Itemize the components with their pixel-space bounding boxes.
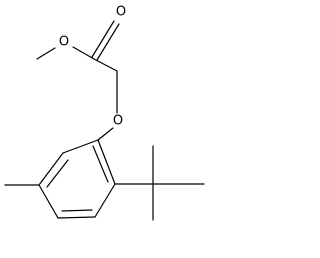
ring-bond-5-6: [94, 183, 116, 218]
atom-label-ether-oxygen: O: [113, 114, 123, 129]
bond-ether-o-ring: [97, 127, 114, 141]
ring-bond-4-5-inner: [61, 209, 93, 212]
bond-methoxy-methyl: [36, 47, 56, 60]
ring-bond-6-1-inner: [92, 145, 109, 183]
ring-bond-6-1: [97, 139, 116, 185]
bond-carbonyl-double-outer: [91, 20, 115, 58]
ring-bond-2-3-inner: [46, 159, 69, 188]
ring-bond-3-4: [38, 184, 59, 219]
atom-label-ester-oxygen: O: [59, 35, 69, 50]
atom-label-carbonyl-oxygen: O: [116, 5, 126, 20]
bond-carbonyl-c-ch2: [93, 58, 118, 72]
ring-bond-2-3: [38, 152, 64, 186]
ring-bond-4-5: [57, 216, 96, 219]
bond-ester-o-carbonyl-c: [72, 46, 95, 60]
chemical-structure: O O O: [4, 5, 205, 221]
bond-carbonyl-double-inner: [96, 23, 120, 61]
ring-bond-1-2: [62, 139, 99, 154]
